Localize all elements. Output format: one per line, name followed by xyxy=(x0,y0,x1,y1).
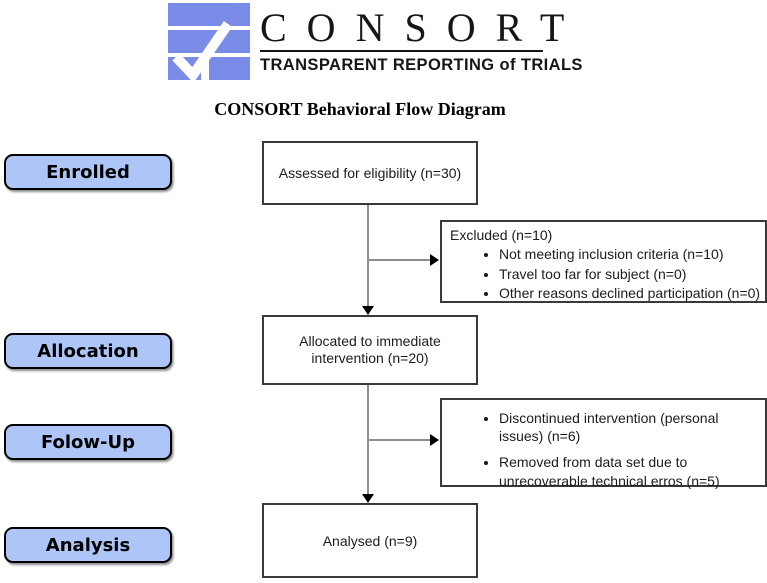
followup-list: Discontinued intervention (personal issu… xyxy=(480,409,759,490)
stage-label-text: Allocation xyxy=(37,340,139,362)
excluded-list: Not meeting inclusion criteria (n=10) Tr… xyxy=(480,245,760,303)
stage-label-text: Enrolled xyxy=(46,161,130,183)
logo-bar-middle xyxy=(168,30,250,53)
wordmark-underline xyxy=(260,50,543,52)
excluded-box: Excluded (n=10) Not meeting inclusion cr… xyxy=(440,220,767,303)
followup-item: Removed from data set due to unrecoverab… xyxy=(499,453,751,489)
excluded-item: Other reasons declined participation (n=… xyxy=(499,284,760,303)
logo-bar-top xyxy=(168,3,250,26)
stage-label-enrolled: Enrolled xyxy=(4,154,172,190)
stage-label-text: Folow-Up xyxy=(40,431,136,453)
connector-branch-to-followup xyxy=(368,439,430,441)
allocated-box: Allocated to immediate intervention (n=2… xyxy=(262,315,478,385)
arrowhead-right-icon xyxy=(430,434,439,446)
excluded-item: Travel too far for subject (n=0) xyxy=(499,265,759,284)
stage-label-folow-up: Folow-Up xyxy=(4,424,172,460)
consort-tagline: TRANSPARENT REPORTING of TRIALS xyxy=(260,56,583,74)
analysed-text: Analysed (n=9) xyxy=(322,532,418,549)
excluded-title: Excluded (n=10) xyxy=(450,227,553,243)
assessed-eligibility-text: Assessed for eligibility (n=30) xyxy=(278,165,462,181)
allocated-text: Allocated to immediate intervention (n=2… xyxy=(299,332,441,367)
assessed-eligibility-box: Assessed for eligibility (n=30) xyxy=(262,141,478,205)
consort-wordmark: CONSORT xyxy=(260,5,585,50)
connector-branch-to-excluded xyxy=(368,259,430,261)
checkmark-icon xyxy=(172,21,233,81)
connector-allocated-to-analysed xyxy=(367,385,369,495)
arrowhead-down-icon xyxy=(362,306,374,315)
arrowhead-down-icon xyxy=(362,494,374,503)
followup-events-box: Discontinued intervention (personal issu… xyxy=(440,398,767,490)
consort-logo-icon xyxy=(168,3,250,81)
excluded-item: Not meeting inclusion criteria (n=10) xyxy=(499,245,759,264)
stage-label-text: Analysis xyxy=(45,534,131,556)
stage-label-allocation: Allocation xyxy=(4,333,172,369)
followup-item: Discontinued intervention (personal issu… xyxy=(499,409,751,445)
connector-assessed-to-allocated xyxy=(367,205,369,307)
arrowhead-right-icon xyxy=(430,254,439,266)
analysed-box: Analysed (n=9) xyxy=(262,503,478,578)
logo-square-bottom-right xyxy=(209,57,250,80)
stage-label-analysis: Analysis xyxy=(4,527,172,563)
diagram-title: CONSORT Behavioral Flow Diagram xyxy=(214,99,506,119)
